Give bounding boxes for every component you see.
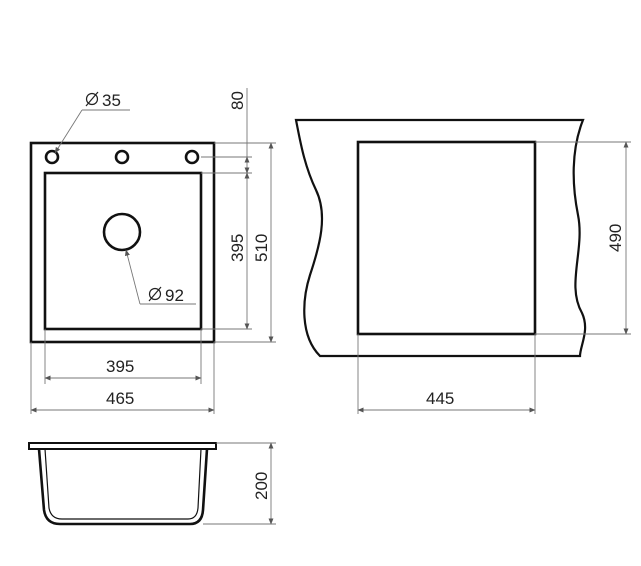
cutout-rectangle [356,140,537,336]
dim-bowl-width: 395 [106,357,134,376]
tap-hole-left [44,149,60,165]
dim-cutout-width: 445 [426,389,454,408]
cutout-view: 490 445 [294,118,631,414]
dim-cutout-height: 490 [606,224,625,252]
diameter-symbol-icon [85,91,99,107]
countertop-section [294,118,587,358]
tap-hole-middle [114,149,130,165]
bowl-inner-line [44,448,202,520]
drain-hole [102,212,142,252]
drain-diameter-callout: 92 [124,249,196,305]
drain-diameter-label: 92 [165,286,184,305]
dim-bowl-height: 395 [228,234,247,262]
top-view: 35 92 80 395 [29,88,276,414]
tap-hole-right [184,149,200,165]
dim-overall-width: 465 [106,389,134,408]
hole-diameter-callout: 35 [54,91,130,154]
bowl-section [37,448,209,526]
sink-rim-section [28,442,217,450]
dim-top-offset: 80 [228,91,247,110]
sink-outline [29,141,216,344]
diameter-symbol-icon [148,286,162,302]
dim-overall-height: 510 [252,234,271,262]
side-view: 200 [28,442,276,526]
hole-diameter-label: 35 [102,91,121,110]
bowl-outline [43,171,203,331]
horizontal-dimensions: 395 465 [30,329,215,414]
dim-depth: 200 [252,472,271,500]
vertical-dimensions: 80 395 510 [201,88,276,343]
